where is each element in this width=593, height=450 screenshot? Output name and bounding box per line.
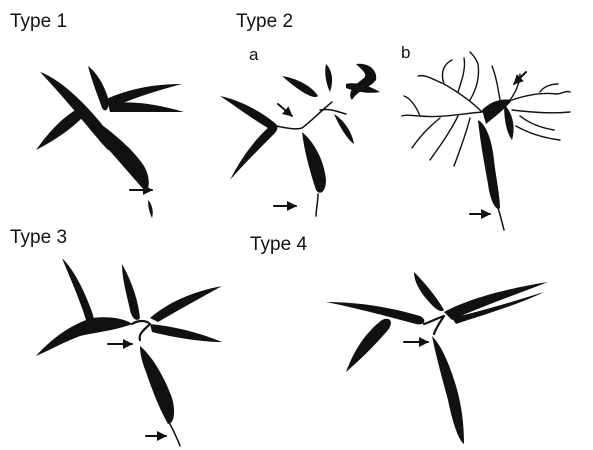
- type-2a-connector: [320, 109, 346, 114]
- type-4-junction: [424, 316, 444, 334]
- type-2a-stem-tail: [316, 194, 318, 216]
- type-4-main-stem: [432, 336, 464, 444]
- type-3-middle-upper-branch: [122, 264, 140, 320]
- type-4-diagram: [326, 272, 548, 444]
- type-3-stem-tail: [170, 424, 180, 446]
- type-1-central-branch: [88, 66, 109, 110]
- type-1-diagram: [36, 66, 184, 218]
- type-3-right-upper-branch: [150, 286, 222, 322]
- type-2a-top-arrow: [278, 104, 292, 116]
- type-2a-lower-right-branch: [334, 114, 354, 144]
- type-1-right-lower-branch: [108, 102, 184, 112]
- type-2b-stem-tail: [498, 208, 504, 230]
- type-1-lower-lobe: [36, 108, 86, 150]
- type-3-diagram: [36, 258, 222, 446]
- type-2b-diagram: [402, 52, 570, 230]
- type-4-right-upper-branch: [444, 282, 548, 320]
- type-3-right-lower-branch: [150, 324, 222, 342]
- type-2a-upper-small-branch: [325, 64, 332, 92]
- type-3-junction: [132, 321, 150, 340]
- type-4-left-branch: [326, 302, 424, 324]
- type-1-stem-tip: [148, 200, 153, 218]
- type-2a-junction: [276, 102, 332, 129]
- type-1-main-stem: [91, 118, 148, 192]
- type-2a-diagram: [220, 64, 380, 216]
- type-4-lower-left-branch: [346, 319, 391, 372]
- type-2a-left-upper-branch: [220, 96, 277, 130]
- type-2a-main-stem: [302, 132, 326, 193]
- type-4-upper-branch: [414, 272, 444, 311]
- type-2a-right-hook-branch: [350, 64, 376, 100]
- type-3-main-stem: [140, 346, 174, 424]
- type-3-left-upper-branch: [62, 258, 94, 323]
- type-2a-left-lower-branch: [230, 125, 277, 180]
- type-3-left-lower-branch: [36, 317, 132, 356]
- type-2a-upper-middle-branch: [282, 76, 318, 97]
- type-2b-main-stem: [478, 120, 500, 209]
